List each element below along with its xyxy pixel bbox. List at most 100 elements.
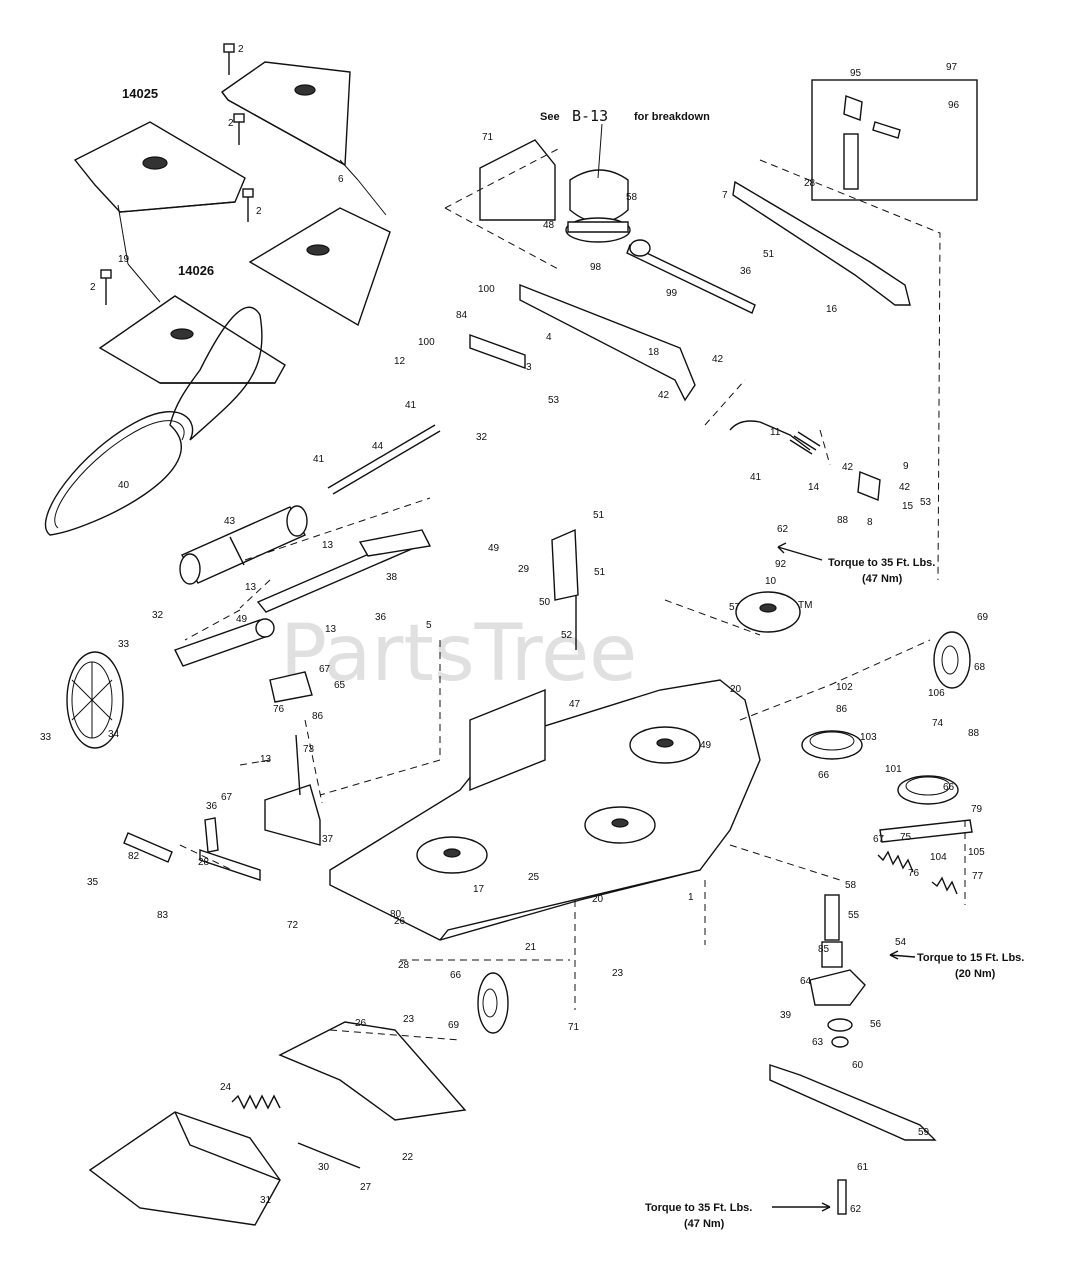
callout-28: 28 [804, 178, 816, 189]
callout-38: 38 [386, 572, 398, 583]
lift-arm-18 [519, 283, 696, 402]
callout-50: 50 [539, 597, 551, 608]
callout-20: 20 [730, 684, 742, 695]
callout-15: 15 [902, 501, 914, 512]
callout-54: 54 [895, 937, 907, 948]
callout-23: 23 [403, 1014, 415, 1025]
spindle-assembly-64 [809, 894, 866, 1048]
callout-26: 26 [355, 1018, 367, 1029]
guide-lines [179, 147, 966, 1041]
callout-58: 58 [845, 880, 857, 891]
callout-49: 49 [236, 614, 248, 625]
spring-assembly-95 [843, 95, 901, 190]
callout-24: 24 [220, 1082, 232, 1093]
callout-71: 71 [568, 1022, 580, 1033]
shaft-44 [327, 424, 441, 495]
callout-98: 98 [590, 262, 602, 273]
callout-47: 47 [569, 699, 581, 710]
callout-76: 76 [908, 868, 920, 879]
callout-103: 103 [860, 732, 877, 743]
callout-33: 33 [40, 732, 52, 743]
callout-69: 69 [977, 612, 989, 623]
blade-59 [769, 1064, 937, 1141]
wheel-66-bottom [477, 972, 509, 1034]
callout-55: 55 [848, 910, 860, 921]
callout-22: 22 [402, 1152, 414, 1163]
callout-102: 102 [836, 682, 853, 693]
callout-44: 44 [372, 441, 384, 452]
baffle-plate-lower-right [248, 207, 391, 327]
torque-note-2-line-1: Torque to 15 Ft. Lbs. [917, 952, 1024, 964]
callout-28: 28 [398, 960, 410, 971]
callout-51: 51 [593, 510, 605, 521]
callout-26: 26 [394, 916, 406, 927]
callout-36: 36 [206, 801, 218, 812]
callout-66: 66 [450, 970, 462, 981]
callout-42: 42 [899, 482, 911, 493]
roller-43 [179, 505, 308, 585]
callout-63: 63 [812, 1037, 824, 1048]
callout-52: 52 [561, 630, 573, 641]
callout-2: 2 [256, 206, 262, 217]
part-callouts: 2222619715848989972836511695979610084100… [40, 44, 989, 1215]
callout-34: 34 [108, 729, 120, 740]
callout-9: 9 [903, 461, 909, 472]
callout-105: 105 [968, 847, 985, 858]
callout-99: 99 [666, 288, 678, 299]
callout-2: 2 [90, 282, 96, 293]
callout-61: 61 [857, 1162, 869, 1173]
callout-62: 62 [850, 1204, 862, 1215]
callout-32: 32 [476, 432, 488, 443]
callout-95: 95 [850, 68, 862, 79]
callout-42: 42 [842, 462, 854, 473]
callout-72: 72 [287, 920, 299, 931]
idler-arm-75 [879, 819, 973, 843]
callout-11: 11 [770, 427, 781, 438]
see-ref-code: B-13 [572, 107, 608, 125]
callout-71: 71 [482, 132, 494, 143]
chute-spring-24 [231, 1094, 281, 1110]
gauge-wheel-57 [735, 591, 801, 633]
callout-101: 101 [885, 764, 902, 775]
callout-28: 28 [198, 857, 210, 868]
callout-40: 40 [118, 480, 130, 491]
callout-42: 42 [658, 390, 670, 401]
lift-arm-7 [732, 180, 911, 306]
callout-4: 4 [546, 332, 552, 343]
callout-76: 76 [273, 704, 285, 715]
bolt-62-bottom [837, 1179, 847, 1215]
callout-39: 39 [780, 1010, 792, 1021]
pulley-66-a [801, 730, 863, 760]
pivot-bracket-82 [264, 784, 321, 846]
callout-60: 60 [852, 1060, 864, 1071]
callout-49: 49 [488, 543, 500, 554]
callout-37: 37 [322, 834, 334, 845]
callout-41: 41 [405, 400, 417, 411]
callout-100: 100 [478, 284, 495, 295]
callout-67: 67 [873, 834, 885, 845]
callout-85: 85 [818, 944, 830, 955]
callout-58: 58 [626, 192, 638, 203]
gearbox-48 [565, 169, 631, 243]
callout-10: 10 [765, 576, 777, 587]
callout-64: 64 [800, 976, 812, 987]
callout-14: 14 [808, 482, 820, 493]
watermark: PartsTree [280, 609, 637, 699]
callout-88: 88 [968, 728, 980, 739]
watermark-tm: TM [798, 600, 812, 611]
callout-82: 82 [128, 851, 140, 862]
callout-83: 83 [157, 910, 169, 921]
callout-31: 31 [260, 1195, 272, 1206]
callout-6: 6 [338, 174, 344, 185]
see-ref-suffix: for breakdown [634, 111, 710, 123]
callout-2: 2 [238, 44, 244, 55]
callout-65: 65 [334, 680, 346, 691]
callout-18: 18 [648, 347, 660, 358]
bolt-2-d [100, 269, 112, 305]
callout-106: 106 [928, 688, 945, 699]
chute-plate [278, 1021, 467, 1121]
callout-86: 86 [836, 704, 848, 715]
callout-13: 13 [245, 582, 257, 593]
callout-59: 59 [918, 1127, 930, 1138]
